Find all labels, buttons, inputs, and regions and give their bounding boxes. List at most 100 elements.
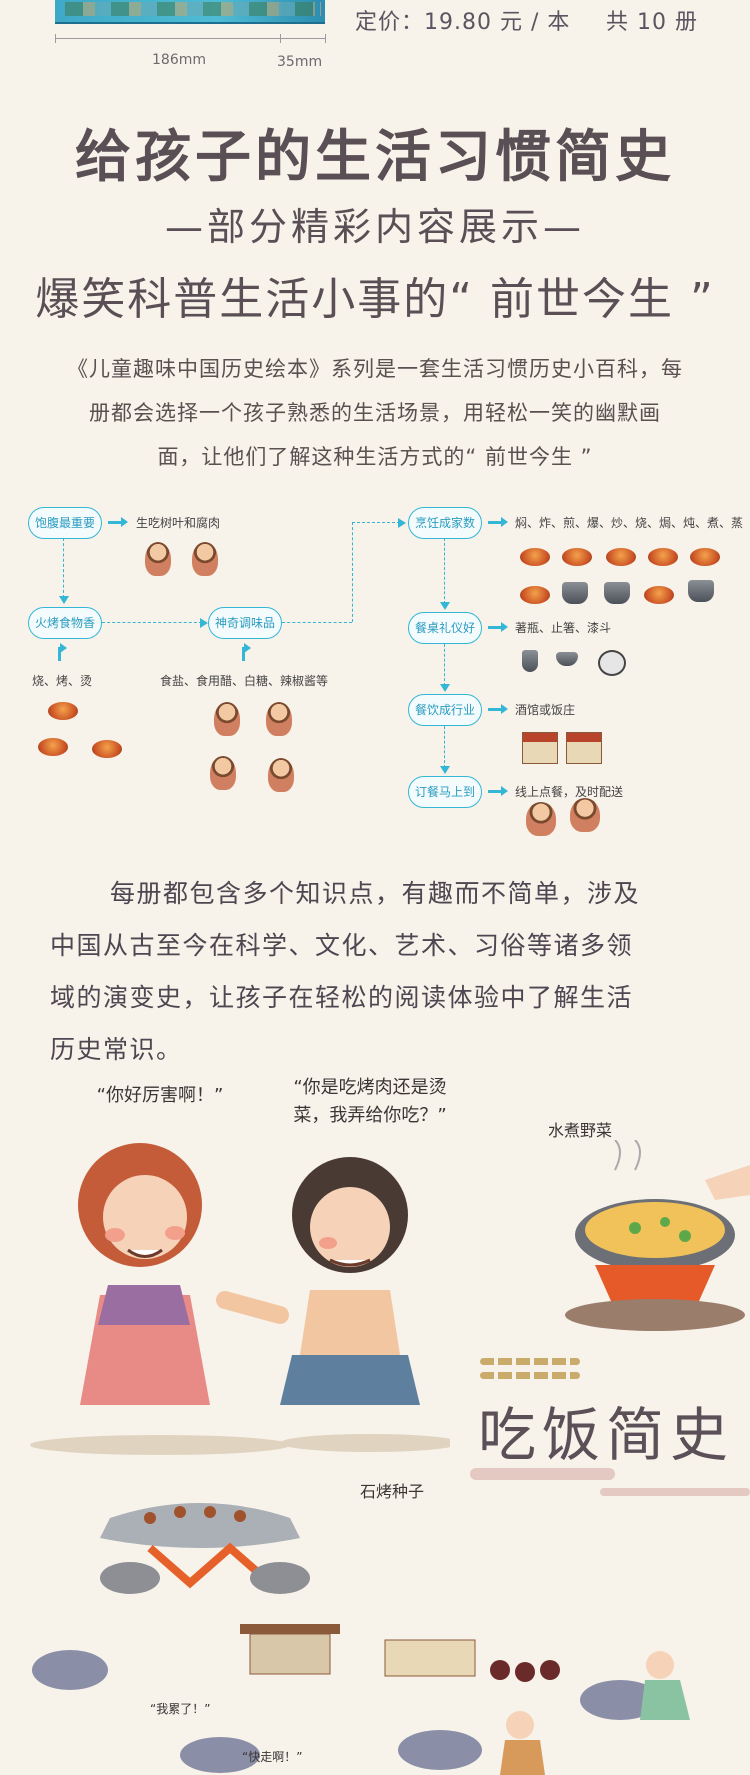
tavern-illustration [522,732,558,764]
speech-right: “你是吃烤肉还是烫 菜，我弄给你吃？” [270,1074,470,1130]
decorative-stroke [470,1468,615,1480]
cooking-pot-illustration [92,740,122,758]
speech-right-line: “你是吃烤肉还是烫 [293,1077,447,1098]
delivery-order-illustration [526,802,556,836]
flow-node-delivery: 订餐马上到 [408,776,482,808]
note-stone: 石烤种子 [360,1482,425,1501]
flow-node-fire: 火烤食物香 [28,607,102,639]
steamer-illustration [688,580,714,602]
flow-connector [282,622,352,623]
arrow-right-icon [200,618,208,628]
flow-connector [63,538,64,598]
price-label: 定价：19.80 元 / 本 [355,10,571,35]
arrow-down-icon [59,596,69,604]
speech-tired: “我累了！” [150,1702,211,1716]
stone-roasting-illustration [100,1503,310,1594]
flow-note-industry: 酒馆或饭庄 [515,703,576,717]
caveman-figure [145,542,171,576]
market-scene-illustration [32,1624,690,1775]
decorative-wave [480,1358,580,1365]
flow-note-seasoning: 食盐、食用醋、白糖、辣椒酱等 [160,674,329,688]
flow-node-seasoning: 神奇调味品 [208,607,282,639]
arrow-right-icon [488,704,508,714]
chopstick-holder-illustration [522,650,538,672]
flow-node-hunger: 饱腹最重要 [28,507,102,539]
decorative-wave [480,1372,580,1379]
character-figure [266,702,292,736]
intro-line: 面，让他们了解这种生活方式的“ 前世今生 ” [157,445,593,469]
cave-children-illustration [30,1143,450,1455]
history-flow-diagram: 饱腹最重要 生吃树叶和腐肉 火烤食物香 烧、烤、烫 神奇调味品 食盐、食用醋、白… [0,490,750,836]
flow-note-hunger: 生吃树叶和腐肉 [136,516,221,530]
roasting-illustration [48,702,78,720]
chopstick-rest-illustration [556,652,578,666]
arrow-right-icon [108,517,128,527]
flow-connector [102,622,202,623]
arrow-down-icon [58,643,67,661]
speech-left: “你好厉害啊！” [96,1085,224,1106]
dish-illustration [648,548,678,566]
pot-illustration [562,582,588,604]
flow-connector [444,538,445,604]
dimension-tick-right [325,34,326,43]
dimension-line-depth [280,38,325,39]
arrow-right-icon [488,786,508,796]
depth-label: 35mm [277,54,323,70]
dish-illustration [690,548,720,566]
campfire-illustration [38,738,68,756]
volume-count: 共 10 册 [606,10,698,35]
caveman-figure [192,542,218,576]
width-label: 186mm [152,52,206,68]
arrow-down-icon [440,684,450,692]
section-subtitle: —部分精彩内容展示— [164,205,585,249]
book-box-photo [55,0,325,24]
delivery-rider-illustration [570,798,600,832]
description-paragraph: 每册都包含多个知识点，有趣而不简单，涉及 中国从古至今在科学、文化、艺术、习俗等… [50,868,700,1076]
flow-connector [444,644,445,686]
intro-paragraph: 《儿童趣味中国历史绘本》系列是一套生活习惯历史小百科，每 册都会选择一个孩子熟悉… [40,347,710,479]
arrow-down-icon [242,643,251,661]
flow-connector [352,522,400,523]
description-line: 历史常识。 [50,1035,183,1064]
lacquer-bowl-illustration [598,650,626,676]
arrow-down-icon [440,602,450,610]
flow-note-delivery: 线上点餐，及时配送 [515,785,624,799]
flow-note-fire: 烧、烤、烫 [32,674,93,688]
flow-connector [444,726,445,768]
boiling-pot-illustration [565,1140,750,1331]
dimension-line-height [320,2,321,16]
page-title: 给孩子的生活习惯简史 [75,125,675,190]
speech-right-line: 菜，我弄给你吃？” [293,1105,447,1126]
intro-line: 《儿童趣味中国历史绘本》系列是一套生活习惯历史小百科，每 [67,357,683,381]
restaurant-illustration [566,732,602,764]
description-line: 中国从古至今在科学、文化、艺术、习俗等诸多领 [50,931,634,960]
pot-illustration [604,582,630,604]
dish-illustration [562,548,592,566]
note-boil: 水煮野菜 [548,1121,613,1140]
arrow-right-icon [488,517,508,527]
flow-connector [352,522,353,622]
speech-hurry: “快走啊！” [242,1750,303,1764]
decorative-stroke [600,1488,750,1496]
arrow-right-icon [398,518,406,528]
character-figure [214,702,240,736]
dish-illustration [606,548,636,566]
arrow-right-icon [488,622,508,632]
description-line: 每册都包含多个知识点，有趣而不简单，涉及 [110,879,641,908]
character-figure [210,756,236,790]
flow-node-industry: 餐饮成行业 [408,694,482,726]
intro-line: 册都会选择一个孩子熟悉的生活场景，用轻松一笑的幽默画 [89,401,661,425]
dish-illustration [520,586,550,604]
character-figure [268,758,294,792]
arrow-down-icon [440,766,450,774]
section-title-eating-history: 吃饭简史 [478,1401,735,1469]
tagline: 爆笑科普生活小事的“ 前世今生 ” [35,274,715,325]
dimension-line-width [55,38,280,39]
flow-node-cooking: 烹饪成家数 [408,507,482,539]
dish-illustration [520,548,550,566]
description-line: 域的演变史，让孩子在轻松的阅读体验中了解生活 [50,983,634,1012]
flow-note-cooking: 焖、炸、煎、爆、炒、烧、焗、炖、煮、蒸 [515,516,744,530]
flow-note-etiquette: 著瓶、止箸、漆斗 [515,621,612,635]
flow-node-etiquette: 餐桌礼仪好 [408,612,482,644]
dish-illustration [644,586,674,604]
